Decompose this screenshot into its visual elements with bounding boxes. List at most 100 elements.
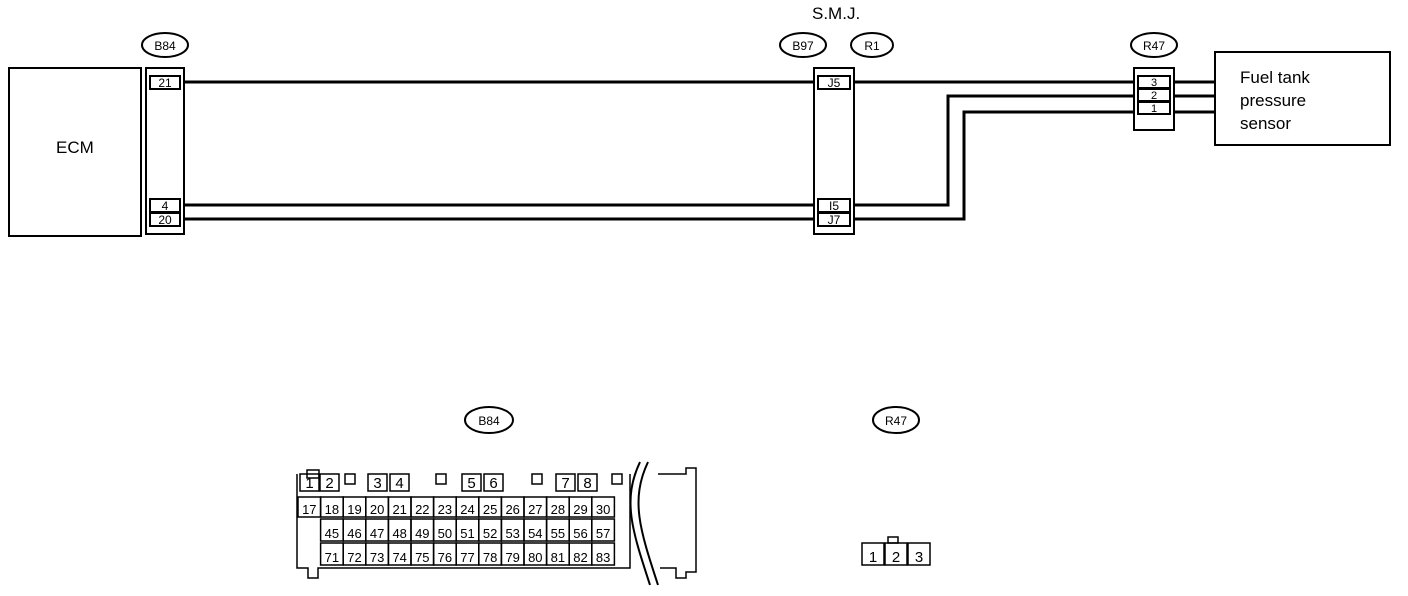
b84-pin-47: 47 xyxy=(370,526,384,541)
ecm-pin-20: 20 xyxy=(158,213,172,227)
b84-pin-71: 71 xyxy=(325,550,339,565)
b84-pin-4: 4 xyxy=(395,475,403,492)
b84-pin-77: 77 xyxy=(460,550,474,565)
r47-latch xyxy=(887,536,899,544)
ecm-pin-21: 21 xyxy=(158,76,172,90)
b84-key-notch xyxy=(611,473,623,485)
b84-pin-55: 55 xyxy=(551,526,565,541)
b84-pin-83-cell xyxy=(591,542,616,566)
r47-view-pin-3-cell xyxy=(907,542,931,566)
ecm-box xyxy=(8,67,142,237)
b84-key-notch xyxy=(531,473,543,485)
b84-pin-8-cell xyxy=(577,473,598,492)
r47-view-pin-3: 3 xyxy=(915,549,923,566)
ecm-label: ECM xyxy=(56,138,94,157)
smj-pin-j5-cell xyxy=(817,75,851,90)
b84-pin-54: 54 xyxy=(528,526,542,541)
b84-id-text: B84 xyxy=(154,39,176,53)
b84-pin-50: 50 xyxy=(438,526,452,541)
wire-j7-1 xyxy=(854,110,1134,221)
b84-pin-80: 80 xyxy=(528,550,542,565)
b84-pin-5: 5 xyxy=(467,475,475,492)
b84-pin-25: 25 xyxy=(483,502,497,517)
smj-pin-j7: J7 xyxy=(828,213,841,227)
smj-label: S.M.J. xyxy=(812,4,860,23)
b84-body-outline xyxy=(296,474,631,579)
r47-pin-2: 2 xyxy=(1151,90,1157,102)
r47-view-pin-1-cell xyxy=(861,542,885,566)
r47-pin-3: 3 xyxy=(1151,77,1157,89)
r47-connector-view xyxy=(861,536,931,566)
b84-pin-17: 17 xyxy=(302,502,316,517)
b84-pin-83: 83 xyxy=(596,550,610,565)
smj-pin-j7-cell xyxy=(817,212,851,227)
b84-pin-1-cell xyxy=(299,473,320,492)
b84-pin-30-cell xyxy=(591,496,616,518)
b84-harness-curve-b xyxy=(629,461,651,586)
r47-id-text: R47 xyxy=(1143,39,1165,53)
b84-pin-26: 26 xyxy=(505,502,519,517)
b84-connector-view xyxy=(296,461,697,586)
b84-pin-22: 22 xyxy=(415,502,429,517)
r47-pin-1-cell xyxy=(1137,101,1171,115)
b84-pin-53: 53 xyxy=(505,526,519,541)
wire-i5-2 xyxy=(854,94,1134,207)
b84-pin-1: 1 xyxy=(305,475,313,492)
b84-pin-19: 19 xyxy=(347,502,361,517)
r1-id-oval xyxy=(850,32,894,58)
b84-pin-79: 79 xyxy=(505,550,519,565)
sensor-label-line3: sensor xyxy=(1240,114,1291,133)
b84-pin-6-cell xyxy=(483,473,504,492)
b84-pin-75: 75 xyxy=(415,550,429,565)
b84-pin-82: 82 xyxy=(573,550,587,565)
sensor-label-line2: pressure xyxy=(1240,91,1306,110)
b84-pin-23: 23 xyxy=(438,502,452,517)
smj-pin-j5: J5 xyxy=(828,76,841,90)
b84-pin-49: 49 xyxy=(415,526,429,541)
b84-pin-21: 21 xyxy=(392,502,406,517)
b84-pin-52: 52 xyxy=(483,526,497,541)
b84-pin-2-cell xyxy=(319,473,340,492)
b84-view-id-oval xyxy=(464,406,514,434)
b84-pin-5-cell xyxy=(461,473,482,492)
sensor-box xyxy=(1214,51,1391,146)
b84-pin-3-cell xyxy=(367,473,388,492)
b84-pin-7: 7 xyxy=(561,475,569,492)
b84-pin-2: 2 xyxy=(325,475,333,492)
b84-pin-72: 72 xyxy=(347,550,361,565)
r47-connector-frame xyxy=(1133,67,1175,131)
b84-pin-27: 27 xyxy=(528,502,542,517)
b84-pin-46: 46 xyxy=(347,526,361,541)
b84-pin-20-cell xyxy=(149,212,181,227)
b84-pin-51: 51 xyxy=(460,526,474,541)
b84-harness-curve-a xyxy=(637,461,659,586)
b84-pin-18: 18 xyxy=(325,502,339,517)
b84-connector-frame xyxy=(145,67,185,235)
b97-id-text: B97 xyxy=(792,39,814,53)
b84-pin-4-cell xyxy=(389,473,410,492)
r47-view-pin-2-cell xyxy=(884,542,908,566)
wires xyxy=(184,80,1215,221)
b84-pin-3: 3 xyxy=(373,475,381,492)
b97-id-oval xyxy=(779,32,827,58)
b84-pin-76: 76 xyxy=(438,550,452,565)
b84-pin-74: 74 xyxy=(392,550,406,565)
b84-pin-29: 29 xyxy=(573,502,587,517)
b84-pin-57: 57 xyxy=(596,526,610,541)
r1-id-text: R1 xyxy=(864,39,880,53)
b84-pin-30: 30 xyxy=(596,502,610,517)
r47-view-id-oval xyxy=(872,406,920,434)
b84-id-oval xyxy=(141,32,189,58)
b84-view-id-text: B84 xyxy=(478,414,500,428)
b84-pin-73: 73 xyxy=(370,550,384,565)
b84-key-notch xyxy=(344,473,356,485)
b84-pin-81: 81 xyxy=(551,550,565,565)
b84-pin-7-cell xyxy=(555,473,576,492)
b84-pin-24: 24 xyxy=(460,502,474,517)
sensor-label-line1: Fuel tank xyxy=(1240,68,1310,87)
b84-pin-56: 56 xyxy=(573,526,587,541)
b84-pin-8: 8 xyxy=(583,475,591,492)
r47-pin-1: 1 xyxy=(1151,103,1157,115)
b84-key-notch xyxy=(435,473,447,485)
